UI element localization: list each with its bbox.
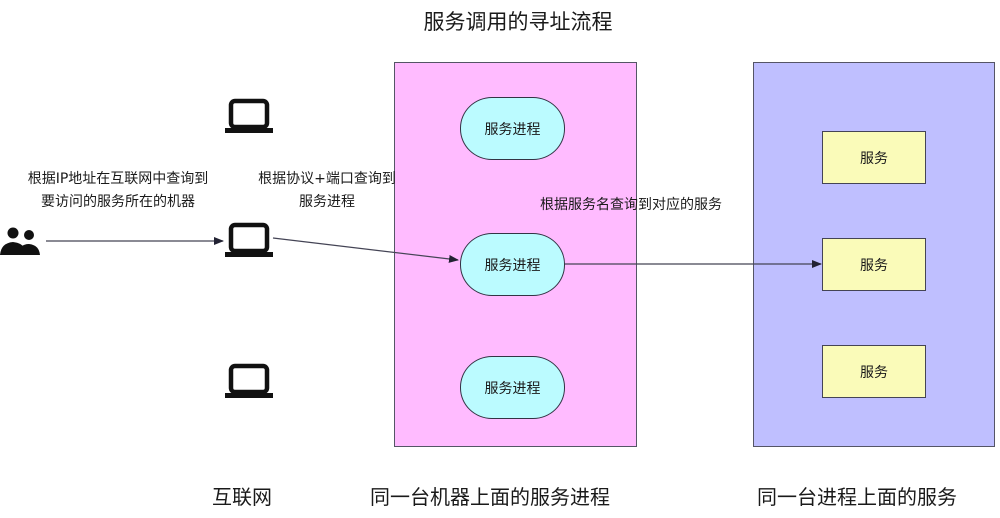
laptop-icon[interactable] (225, 98, 273, 136)
machine-panel-caption: 同一台机器上面的服务进程 (370, 485, 610, 509)
laptop-icon[interactable] (225, 363, 273, 401)
service-node[interactable]: 服务 (822, 345, 926, 398)
diagram-title: 服务调用的寻址流程 (423, 10, 613, 34)
step-label-port-lookup: 根据协议+端口查询到 服务进程 (237, 168, 417, 214)
laptop-icon[interactable] (225, 222, 273, 260)
internet-caption: 互联网 (212, 485, 272, 509)
step-label-line: 根据协议+端口查询到 (258, 171, 396, 187)
edge-machine-to-process (272, 237, 459, 263)
step-label-line: 要访问的服务所在的机器 (41, 194, 195, 210)
users-icon (0, 227, 40, 255)
step-label-line: 服务进程 (299, 194, 355, 210)
step-label-service-lookup: 根据服务名查询到对应的服务 (540, 197, 722, 213)
process-panel-caption: 同一台进程上面的服务 (757, 485, 957, 509)
step-label-line: 根据IP地址在互联网中查询到 (27, 171, 209, 187)
service-process-node[interactable]: 服务进程 (460, 356, 565, 419)
service-process-node[interactable]: 服务进程 (460, 233, 565, 296)
service-node[interactable]: 服务 (822, 238, 926, 291)
service-process-node[interactable]: 服务进程 (460, 97, 565, 160)
step-label-ip-lookup: 根据IP地址在互联网中查询到 要访问的服务所在的机器 (8, 168, 228, 214)
service-node[interactable]: 服务 (822, 131, 926, 184)
